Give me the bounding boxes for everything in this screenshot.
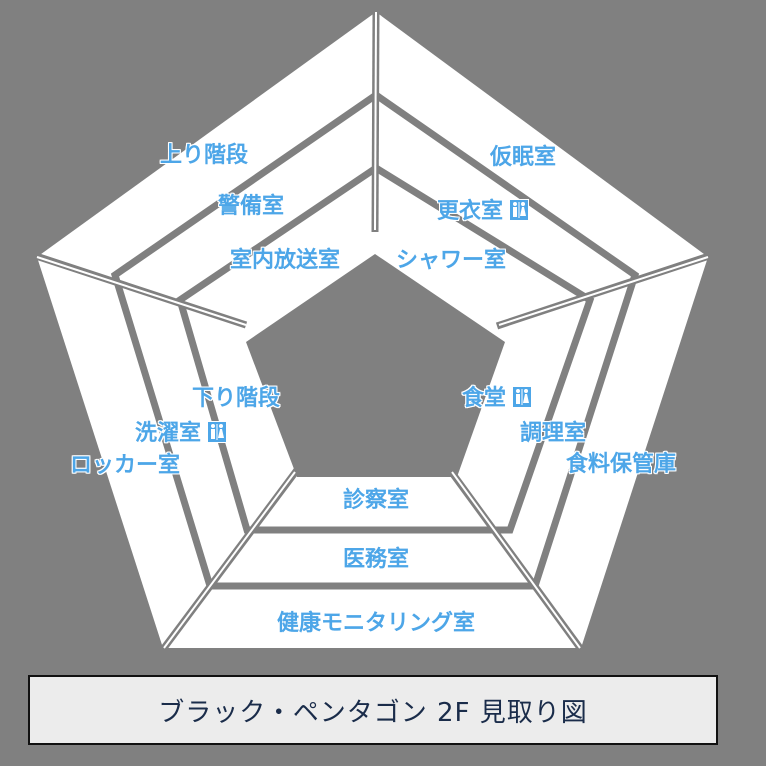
separator-left-highlight <box>36 256 247 326</box>
ring-divider-outer <box>110 90 640 590</box>
map-title: ブラック・ペンタゴン 2F 見取り図 <box>158 697 588 728</box>
room-broadcast: 室内放送室 <box>230 248 341 273</box>
ring-divider-middle <box>175 163 595 534</box>
restroom-icon <box>509 199 530 221</box>
ring-dividers <box>110 90 640 590</box>
room-upstairs: 上り階段 <box>160 143 249 168</box>
separator-bottom-right-highlight <box>451 471 581 649</box>
room-changing-label: 更衣室 <box>437 199 504 224</box>
room-health-monitoring: 健康モニタリング室 <box>276 611 476 636</box>
room-kitchen: 調理室 <box>520 421 587 446</box>
room-examination: 診察室 <box>342 488 410 513</box>
room-laundry: 洗濯室 <box>135 421 228 446</box>
restroom-icon <box>512 386 533 408</box>
room-security: 警備室 <box>218 194 285 219</box>
room-nap: 仮眠室 <box>490 145 557 170</box>
room-medical: 医務室 <box>342 547 410 572</box>
separator-bottom-left-highlight <box>163 471 296 649</box>
room-locker-changing: 更衣室 <box>437 199 530 224</box>
room-dining-label: 食堂 <box>462 386 507 411</box>
room-shower: シャワー室 <box>396 248 507 273</box>
restroom-icon <box>207 421 228 443</box>
inner-courtyard <box>246 254 505 477</box>
separator-right-highlight <box>498 256 709 326</box>
room-locker: ロッカー室 <box>70 453 181 478</box>
room-downstairs: 下り階段 <box>192 386 281 411</box>
room-food-storage: 食料保管庫 <box>566 452 677 477</box>
separator-top-highlight <box>374 11 377 231</box>
room-laundry-label: 洗濯室 <box>135 421 202 446</box>
title-banner: ブラック・ペンタゴン 2F 見取り図 <box>28 675 718 745</box>
room-dining: 食堂 <box>462 386 533 411</box>
separator-highlights <box>36 11 709 649</box>
